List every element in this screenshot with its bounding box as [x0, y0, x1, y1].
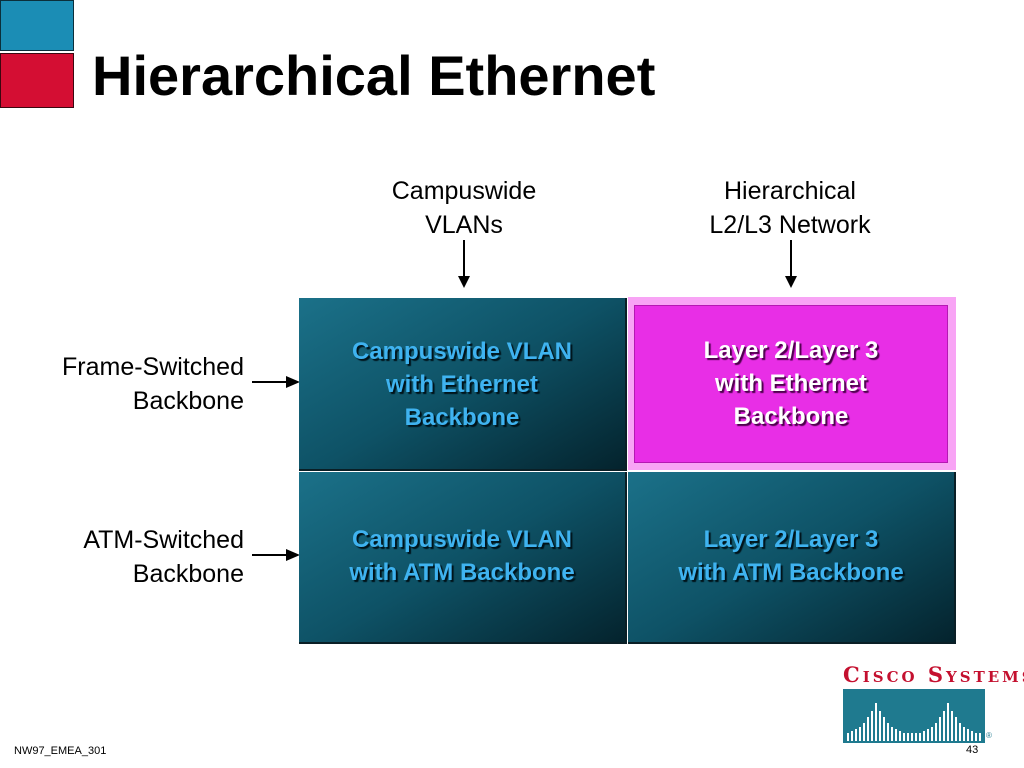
down-arrow-icon: [458, 240, 470, 288]
corner-square-blue: [0, 0, 74, 51]
column-header-hierarchical-network: Hierarchical L2/L3 Network: [660, 174, 920, 242]
matrix-cell-l2l3-ethernet-highlighted: Layer 2/Layer 3 with Ethernet Backbone: [628, 297, 956, 470]
highlight-panel: Layer 2/Layer 3 with Ethernet Backbone: [634, 305, 948, 463]
corner-square-red: [0, 53, 74, 108]
cell-text-line: with Ethernet: [714, 370, 867, 397]
cell-text-line: Layer 2/Layer 3: [703, 526, 879, 553]
matrix-cell-l2l3-atm: Layer 2/Layer 3 with ATM Backbone: [628, 472, 956, 644]
column-header-line: Campuswide: [391, 177, 537, 205]
cisco-logo: Cisco Systems: [843, 662, 1024, 745]
cell-text-line: with ATM Backbone: [678, 559, 904, 586]
row-label-line: Backbone: [132, 560, 244, 588]
right-arrow-icon: [252, 376, 300, 388]
logo-wordmark: Cisco Systems: [843, 662, 1024, 687]
cell-text-line: Backbone: [404, 404, 520, 431]
row-label-line: Frame-Switched: [62, 353, 244, 381]
matrix-cell-campuswide-atm: Campuswide VLAN with ATM Backbone: [299, 472, 627, 644]
column-header-line: Hierarchical: [724, 177, 856, 205]
column-header-line: L2/L3 Network: [709, 211, 871, 239]
matrix-cell-campuswide-ethernet: Campuswide VLAN with Ethernet Backbone: [299, 298, 627, 471]
slide-title: Hierarchical Ethernet: [92, 44, 656, 107]
footer-code: NW97_EMEA_301: [14, 745, 107, 757]
column-header-campuswide-vlans: Campuswide VLANs: [334, 174, 594, 242]
cell-text-line: with ATM Backbone: [349, 559, 575, 586]
cell-text-line: Backbone: [733, 403, 849, 430]
down-arrow-icon: [785, 240, 797, 288]
cell-text-line: with Ethernet: [385, 371, 538, 398]
cisco-bridge-logo-icon: [843, 689, 985, 743]
row-label-line: Backbone: [132, 387, 244, 415]
cell-text-line: Campuswide VLAN: [351, 338, 573, 365]
right-arrow-icon: [252, 549, 300, 561]
row-label-frame-switched: Frame-Switched Backbone: [4, 350, 244, 418]
page-number: 43: [966, 744, 979, 756]
row-label-atm-switched: ATM-Switched Backbone: [4, 523, 244, 591]
cell-text-line: Campuswide VLAN: [351, 526, 573, 553]
column-header-line: VLANs: [425, 211, 503, 239]
registered-mark-icon: ®: [986, 731, 992, 740]
cell-text-line: Layer 2/Layer 3: [703, 337, 879, 364]
row-label-line: ATM-Switched: [83, 526, 244, 554]
